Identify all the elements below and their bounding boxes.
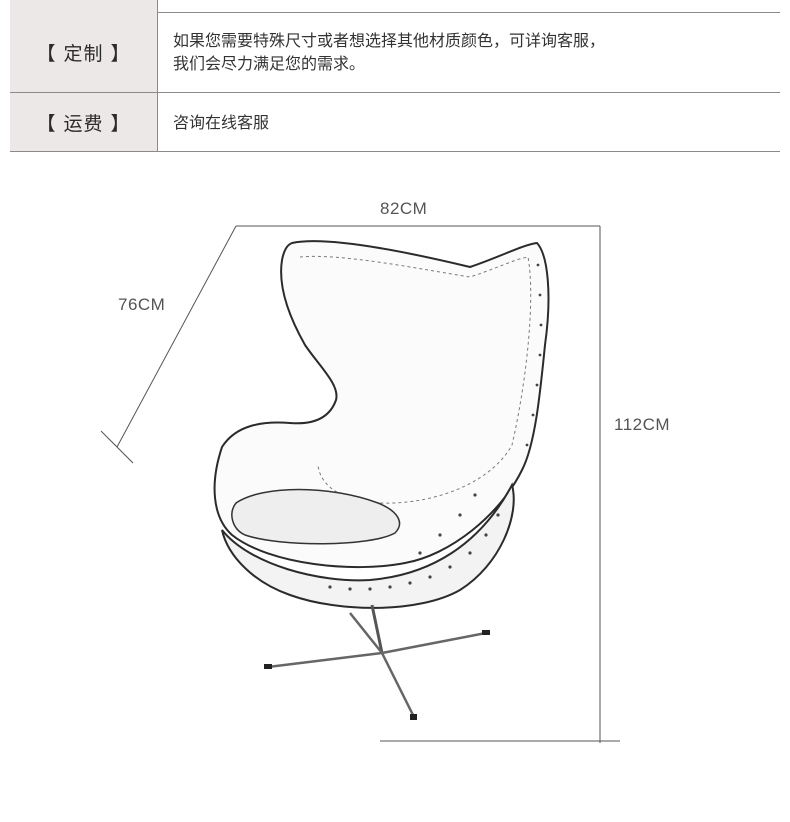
shipping-value: 咨询在线客服 [173, 93, 780, 151]
width-dimension-label: 82CM [380, 199, 428, 218]
table-row-shipping: 【 运费 】 咨询在线客服 [10, 93, 780, 152]
customization-line-1: 如果您需要特殊尺寸或者想选择其他材质颜色，可详询客服， [173, 31, 606, 50]
height-dimension-label: 112CM [614, 415, 671, 434]
shipping-line-1: 咨询在线客服 [173, 112, 270, 132]
chair-drawing [100, 225, 620, 743]
label-cell-stub [10, 0, 158, 12]
egg-chair-icon [213, 240, 550, 720]
chair-dimension-diagram: 82CM 76CM 112CM [0, 185, 790, 765]
depth-line [116, 225, 237, 448]
customization-value: 如果您需要特殊尺寸或者想选择其他材质颜色，可详询客服， 我们会尽力满足您的需求。 [173, 12, 780, 92]
depth-dimension-label: 76CM [118, 295, 166, 314]
dimension-lines [100, 225, 620, 743]
customization-label: 【 定制 】 [10, 12, 158, 92]
shipping-label: 【 运费 】 [10, 93, 158, 151]
customization-line-2: 我们会尽力满足您的需求。 [173, 54, 366, 73]
table-row-top-stub [10, 0, 780, 13]
table-row-customization: 【 定制 】 如果您需要特殊尺寸或者想选择其他材质颜色，可详询客服， 我们会尽力… [10, 12, 780, 93]
depth-tick [100, 430, 134, 464]
